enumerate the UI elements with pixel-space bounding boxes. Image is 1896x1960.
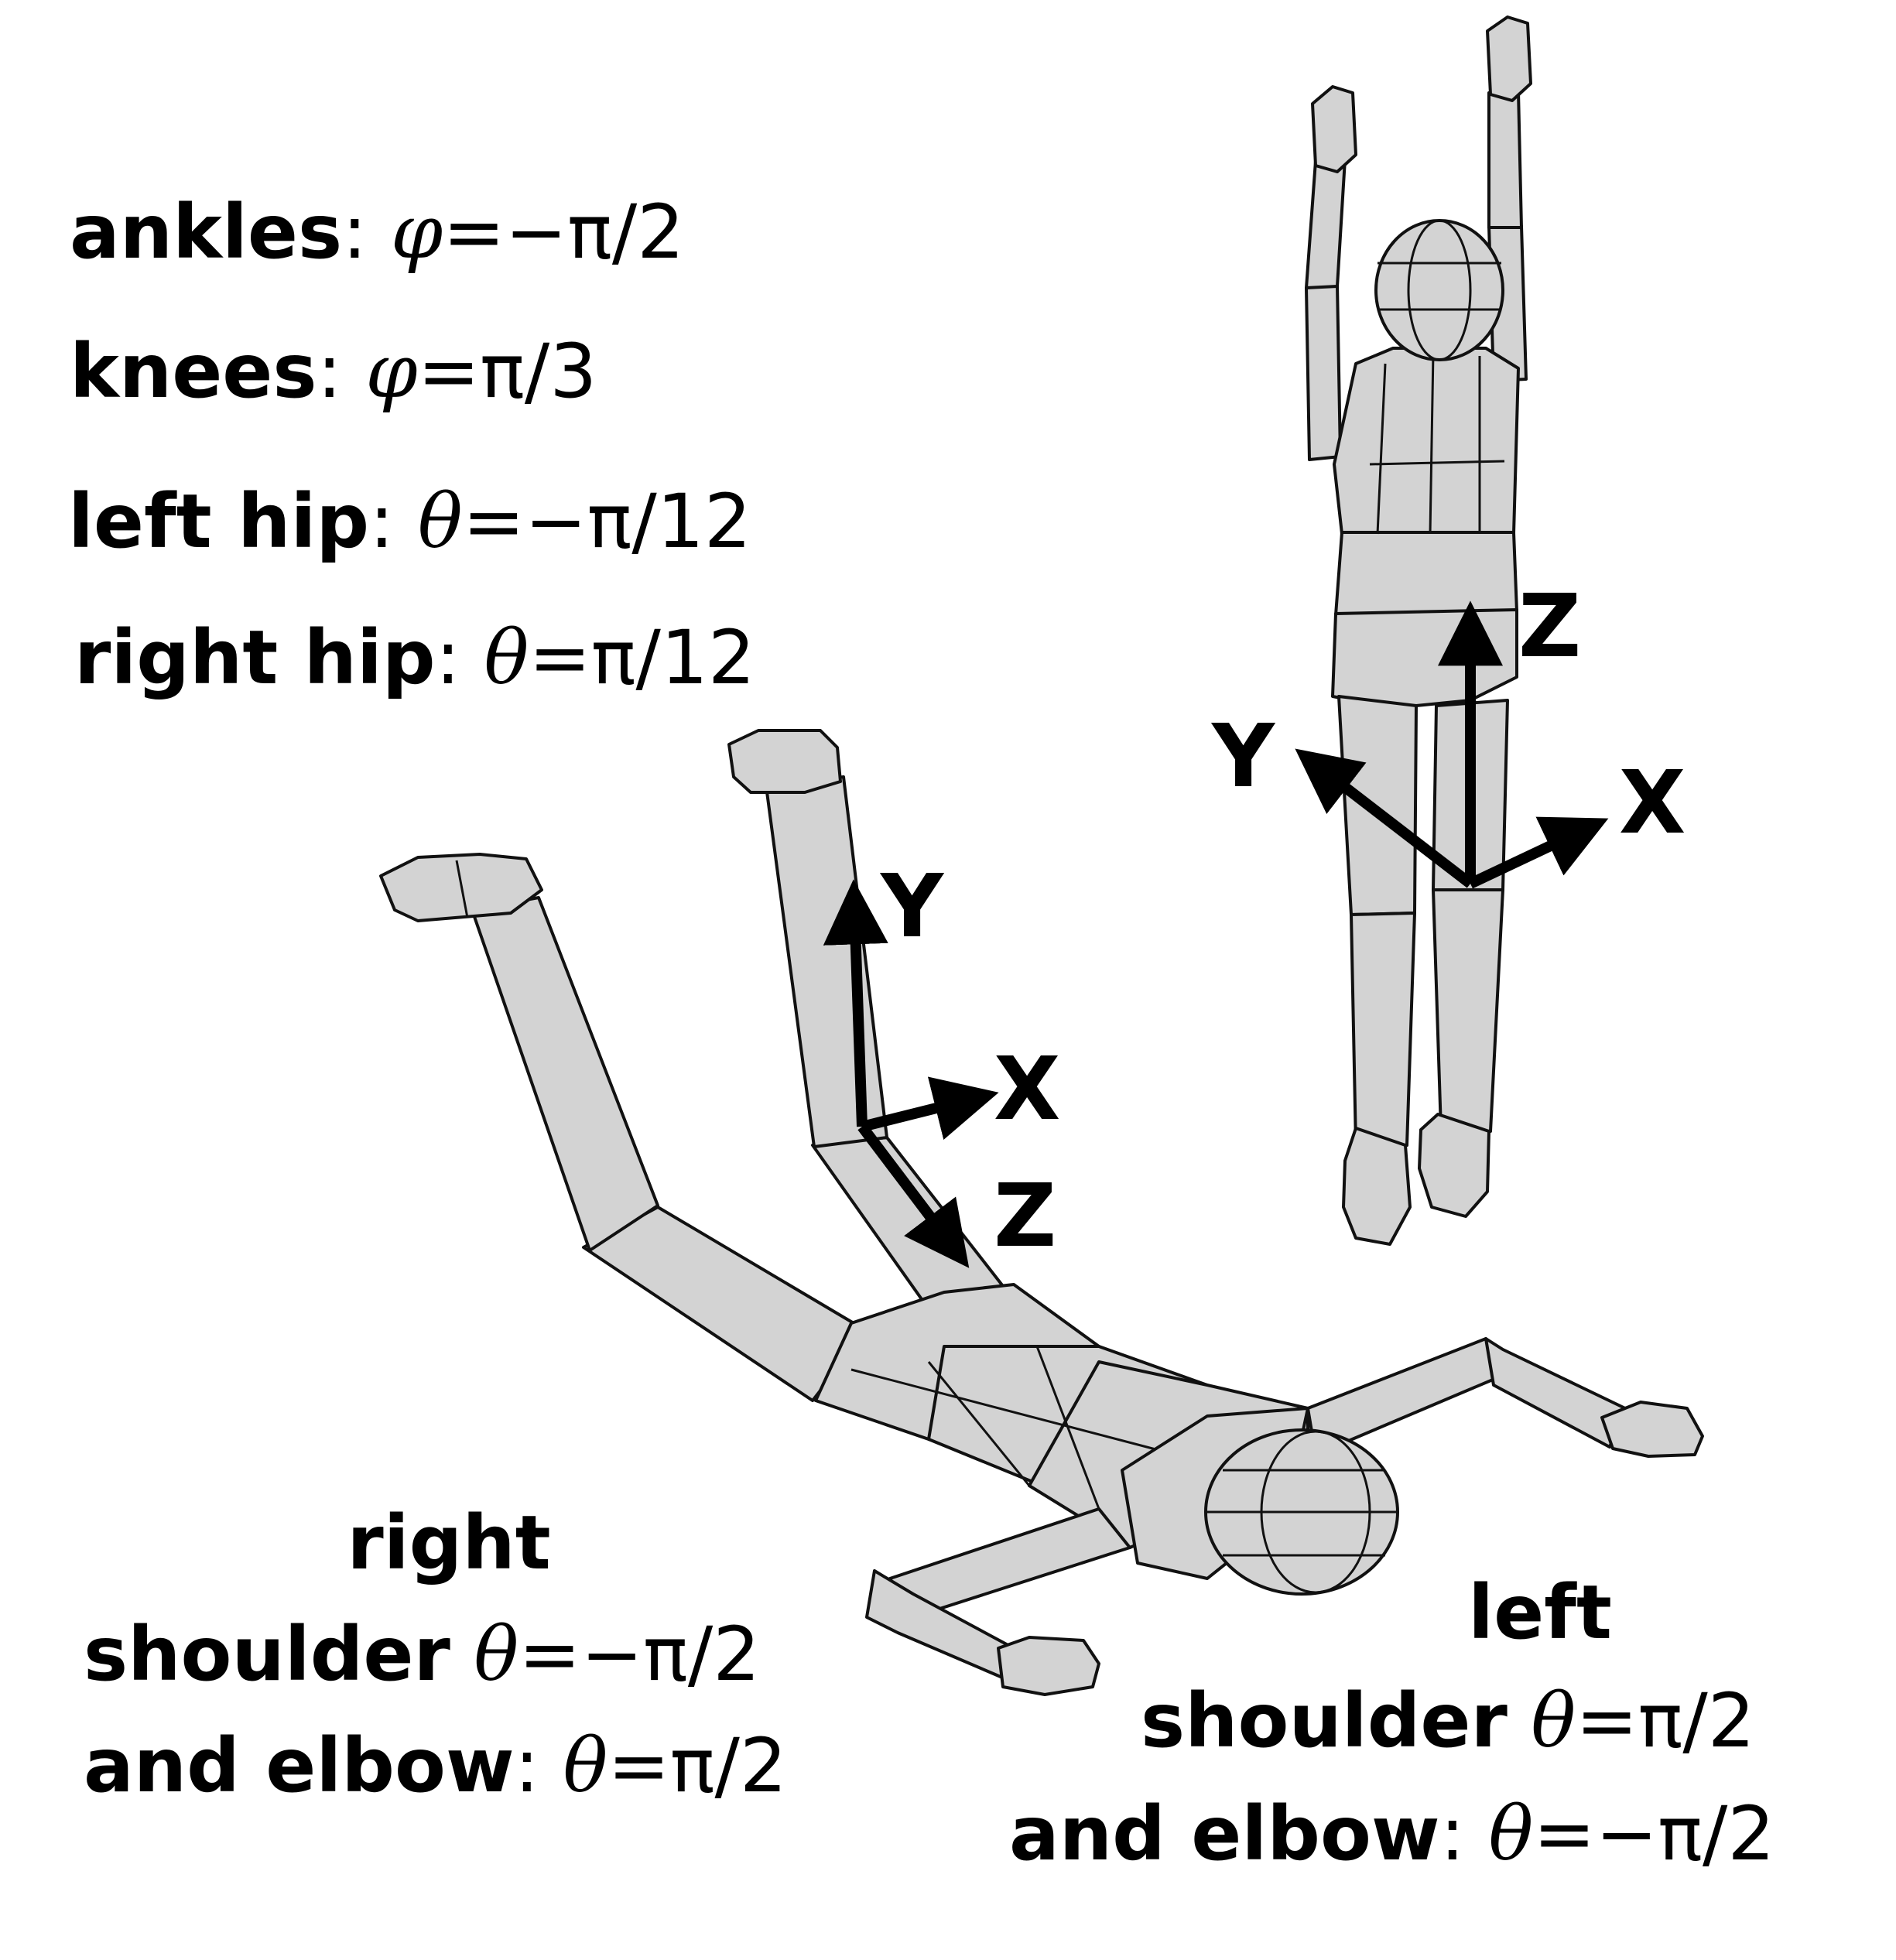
standing-pelvis: [1331, 608, 1518, 710]
standing-right-forearm: [1487, 90, 1523, 229]
lying-figure: [379, 729, 1704, 1696]
lying-z-arrow: [857, 1123, 970, 1268]
lying-left-shin: [765, 775, 888, 1148]
knees-label: knees: φ=π/3: [70, 328, 597, 415]
standing-axes: [1295, 600, 1609, 889]
standing-abdomen: [1334, 531, 1518, 617]
standing-y-arrow: [1295, 748, 1474, 888]
standing-x-arrow: [1468, 816, 1609, 889]
lying-x-arrow: [861, 1076, 999, 1140]
standing-right-shin: [1432, 888, 1504, 1133]
standing-z-label: Z: [1518, 576, 1582, 677]
standing-left-upper-arm: [1305, 283, 1342, 461]
lying-left-hand: [1600, 1401, 1704, 1458]
lying-right-thigh: [582, 1206, 868, 1402]
lying-z-label: Z: [994, 1166, 1057, 1267]
left-hip-label: left hip: θ=−π/12: [68, 478, 751, 565]
standing-figure: [1305, 15, 1532, 1246]
standing-chest: [1333, 347, 1520, 535]
lying-left-foot: [727, 729, 842, 794]
lying-right-hand: [997, 1636, 1100, 1696]
right-arm-label-line1: right: [347, 1500, 551, 1586]
standing-right-foot: [1418, 1113, 1490, 1218]
left-arm-label-line1: left: [1468, 1569, 1612, 1656]
right-elbow-label: and elbow: θ=π/2: [84, 1722, 787, 1809]
right-hip-label: right hip: θ=π/12: [74, 614, 755, 701]
lying-left-forearm: [1484, 1337, 1627, 1449]
standing-left-shin: [1350, 912, 1416, 1147]
lying-right-shin: [471, 896, 659, 1252]
lying-y-label: Y: [881, 857, 944, 957]
right-shoulder-label: shoulder θ=−π/2: [84, 1611, 761, 1698]
standing-left-forearm: [1305, 158, 1347, 289]
standing-left-foot: [1342, 1127, 1412, 1246]
standing-left-hand: [1311, 85, 1357, 173]
lying-x-label: X: [994, 1039, 1061, 1140]
standing-head: [1374, 219, 1504, 361]
left-elbow-label: and elbow: θ=−π/2: [1009, 1791, 1775, 1877]
standing-y-label: Y: [1212, 706, 1275, 807]
standing-right-hand: [1486, 15, 1532, 102]
lying-y-arrow: [823, 879, 888, 1127]
standing-x-label: X: [1619, 753, 1686, 853]
lying-axes: [823, 879, 999, 1268]
ankles-label: ankles: φ=−π/2: [70, 189, 685, 275]
left-shoulder-label: shoulder θ=π/2: [1141, 1678, 1755, 1764]
